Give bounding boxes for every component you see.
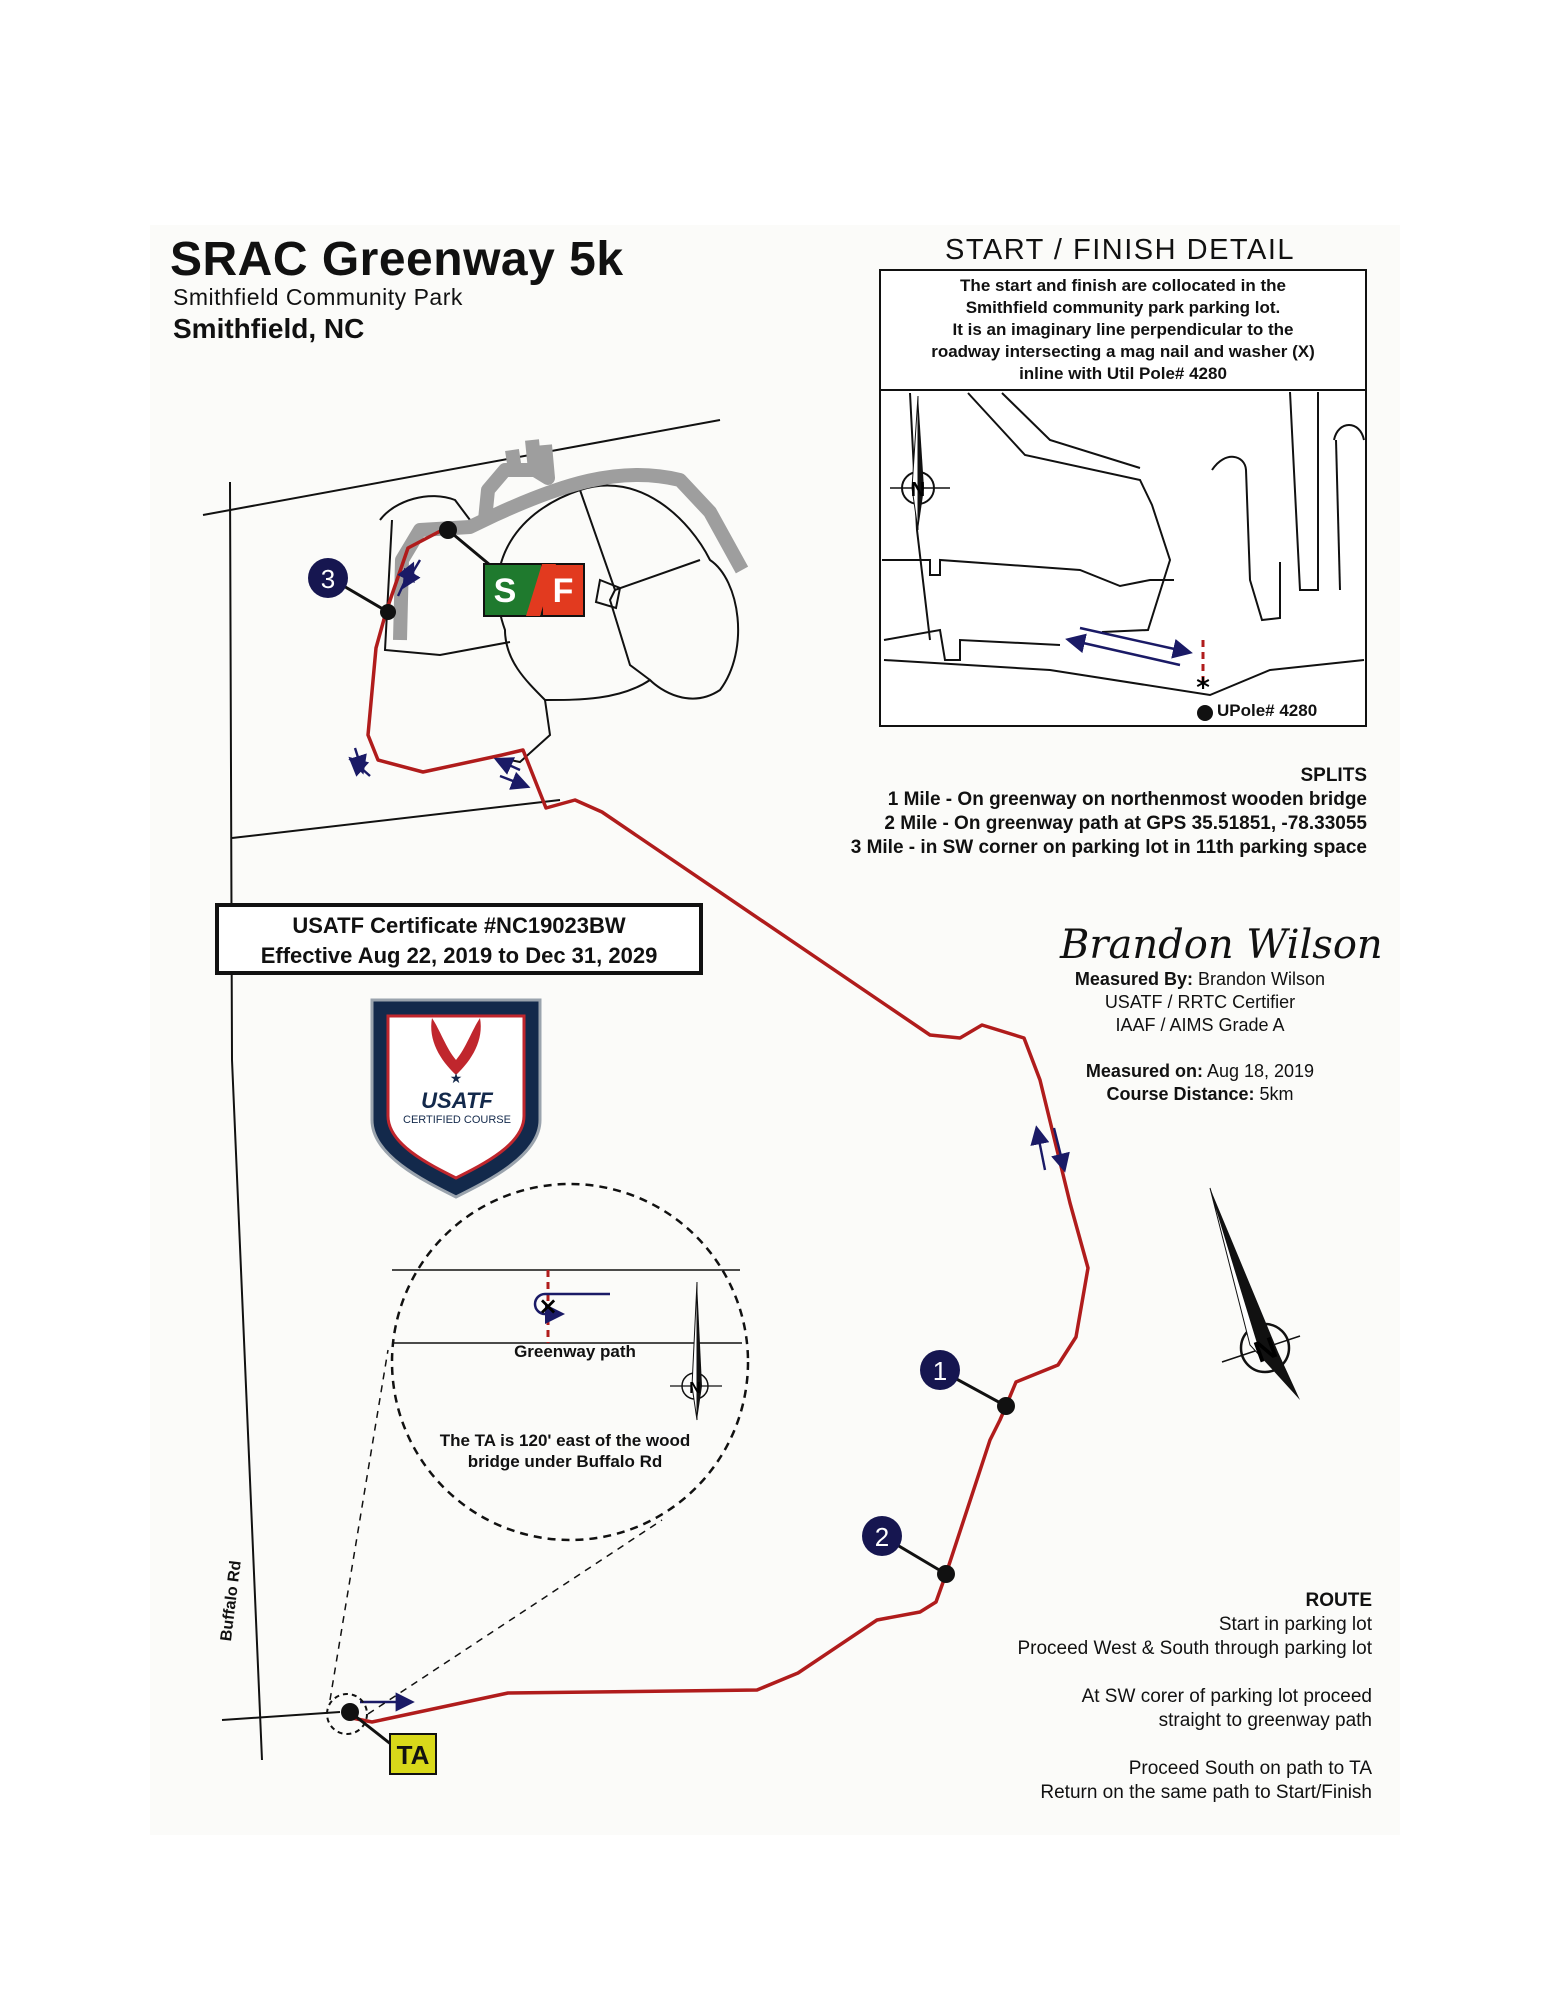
- usatf-certified-badge: ★: [370, 998, 542, 1199]
- inset-compass-icon: N: [670, 1281, 722, 1421]
- park-roundabout: [594, 578, 622, 610]
- road-south-boundary: [231, 799, 561, 839]
- turnaround-marker: TA: [326, 1693, 437, 1775]
- start-marker: S: [494, 572, 517, 610]
- svg-text:1: 1: [933, 1356, 947, 1386]
- turnaround-note: The TA is 120' east of the wood bridge u…: [439, 1431, 691, 1471]
- direction-arrows: [348, 559, 1070, 1712]
- park-drive-west: [383, 519, 511, 657]
- park-drive-ring: [496, 484, 740, 702]
- badge-word: USATF: [421, 1088, 493, 1113]
- parking-lot-north: [478, 444, 555, 521]
- split-mile-2: 2 Mile - On greenway path at GPS 35.5185…: [884, 813, 1367, 834]
- mile-marker-2: 2: [862, 1516, 955, 1583]
- split-mile-1: 1 Mile - On greenway on northenmost wood…: [887, 789, 1367, 810]
- north-arrow-icon: N: [1209, 1187, 1301, 1400]
- finish-marker: F: [553, 572, 574, 610]
- utility-pole-label: UPole# 4280: [1217, 701, 1318, 720]
- splits-heading: SPLITS: [1300, 765, 1367, 786]
- svg-text:N: N: [689, 1380, 701, 1397]
- course-route-line: [343, 525, 1090, 1724]
- turnaround-inset: ×: [390, 1182, 750, 1542]
- detail-roads: [882, 391, 1365, 697]
- svg-text:N: N: [1250, 1331, 1282, 1369]
- svg-text:2: 2: [875, 1522, 889, 1552]
- svg-text:TA: TA: [397, 1740, 430, 1770]
- svg-text:★: ★: [450, 1071, 463, 1087]
- certificate-effective: Effective Aug 22, 2019 to Dec 31, 2029: [260, 943, 658, 968]
- inset-connectors: [329, 1349, 663, 1715]
- svg-text:N: N: [911, 479, 925, 501]
- parking-lots: [393, 439, 749, 641]
- split-mile-3: 3 Mile - in SW corner on parking lot in …: [850, 837, 1367, 858]
- road-network: [202, 419, 740, 1761]
- greenway-path-label: Greenway path: [514, 1342, 636, 1361]
- svg-text:×: ×: [538, 1292, 558, 1320]
- compass-rose-icon: N: [890, 395, 950, 531]
- mile-marker-3: 3: [308, 558, 396, 620]
- park-drive-south: [608, 589, 651, 681]
- start-finish-detail-box: *: [879, 269, 1367, 727]
- road-north-boundary: [202, 419, 721, 516]
- start-finish-pointer: S F: [439, 521, 585, 617]
- winged-emblem-icon: [431, 1018, 481, 1075]
- measurer-signature: Brandon Wilson: [1060, 922, 1383, 968]
- badge-sub: CERTIFIED COURSE: [403, 1114, 511, 1126]
- start-finish-heading: START / FINISH DETAIL: [944, 234, 1296, 266]
- start-finish-description: The start and finish are collocated in t…: [931, 276, 1315, 383]
- certificate-number: USATF Certificate #NC19023BW: [292, 913, 626, 938]
- page-title: SRAC Greenway 5k: [170, 233, 624, 286]
- city-name: Smithfield, NC: [173, 313, 365, 344]
- route-heading: ROUTE: [1305, 1590, 1373, 1611]
- venue-name: Smithfield Community Park: [173, 284, 463, 310]
- park-loop-road: [379, 495, 471, 521]
- parking-lot-spur: [505, 439, 542, 472]
- svg-text:*: *: [1196, 673, 1210, 703]
- route-panel: ROUTE Start in parking lot Proceed West …: [880, 1589, 1372, 1805]
- park-drive-inner: [579, 489, 701, 592]
- certificate-box: USATF Certificate #NC19023BW Effective A…: [215, 903, 703, 975]
- splits-panel: SPLITS 1 Mile - On greenway on northenmo…: [760, 764, 1367, 860]
- mile-marker-1: 1: [920, 1350, 1015, 1415]
- buffalo-cross-road: [221, 1711, 341, 1721]
- measurer-details: Measured By: Brandon Wilson USATF / RRTC…: [1074, 969, 1326, 1104]
- buffalo-road: [229, 481, 263, 1761]
- svg-text:3: 3: [321, 564, 335, 594]
